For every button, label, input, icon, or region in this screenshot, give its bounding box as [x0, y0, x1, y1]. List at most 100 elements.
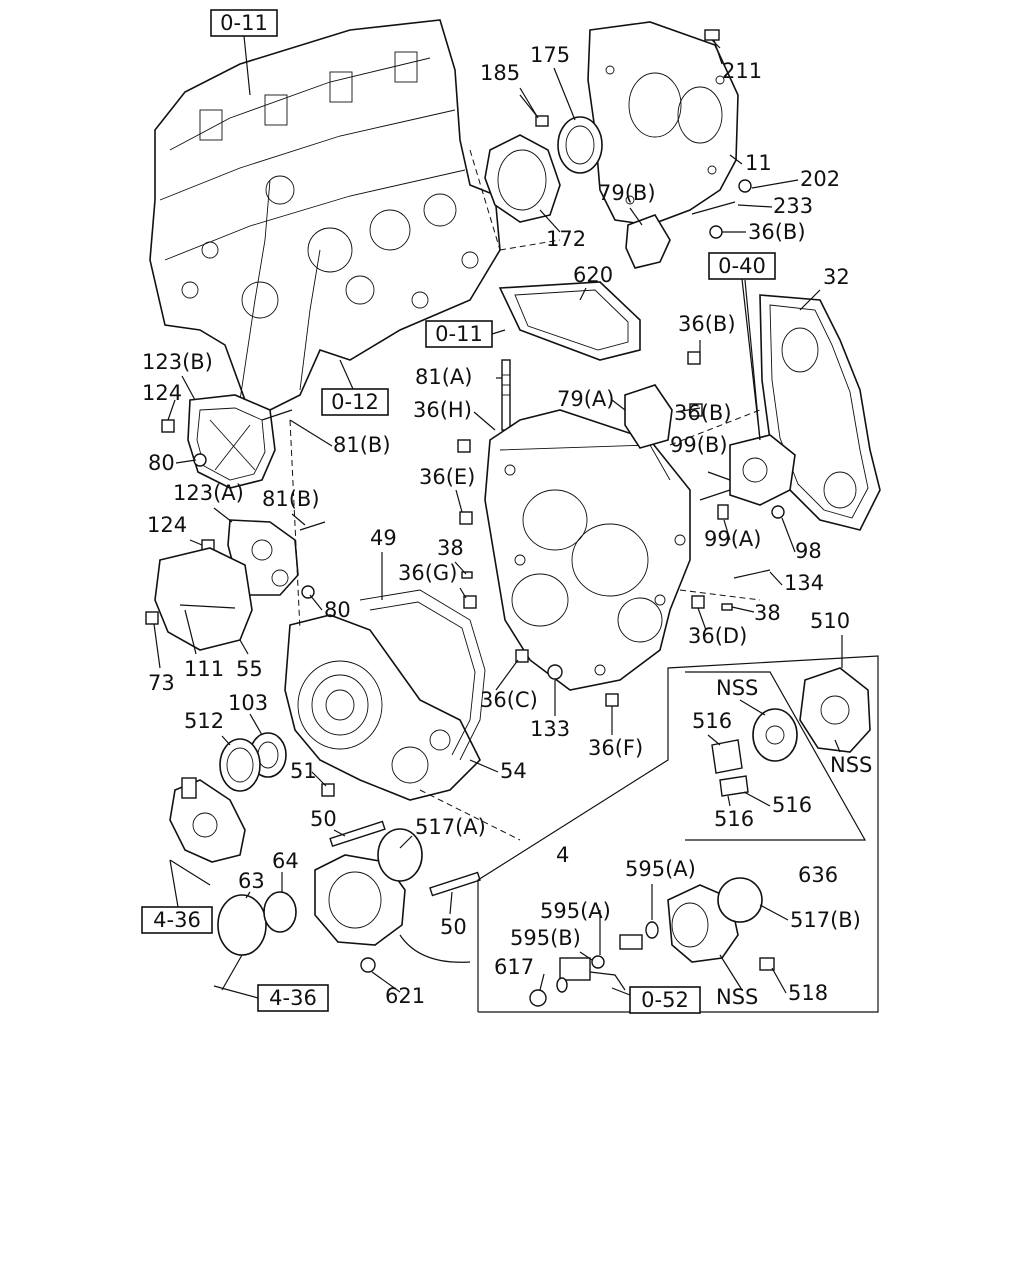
callout-c81a: 81(A) — [415, 365, 472, 389]
callout-c63: 63 — [238, 869, 265, 893]
callout-c81b-2: 81(B) — [262, 487, 320, 511]
gasket-620 — [498, 281, 641, 361]
callout-c36b-2: 36(B) — [678, 312, 736, 336]
callout-c36d: 36(D) — [688, 624, 747, 648]
reference-box-frame — [210, 9, 278, 37]
callout-c517b: 517(B) — [790, 908, 861, 932]
callout-c172: 172 — [546, 227, 586, 251]
cover-63 — [217, 894, 267, 991]
callout-c50-2: 50 — [440, 915, 467, 939]
reference-label: 0-40 — [718, 254, 766, 278]
o-ring-64 — [263, 891, 297, 933]
callout-c123a: 123(A) — [173, 481, 244, 505]
callout-c11: 11 — [745, 151, 772, 175]
reference-box-ref-0-11-top: 0-11 — [210, 9, 278, 37]
callout-c510: 510 — [810, 609, 850, 633]
vacuum-pump — [314, 820, 481, 973]
callout-c64: 64 — [272, 849, 299, 873]
callout-c80-1: 80 — [148, 451, 175, 475]
callout-c517a: 517(A) — [415, 815, 486, 839]
callout-c516-1: 516 — [692, 709, 732, 733]
callout-c175: 175 — [530, 43, 570, 67]
timing-gear-case — [484, 409, 691, 691]
callout-c516-3: 516 — [714, 807, 754, 831]
reference-label: 4-36 — [269, 986, 317, 1010]
callout-c123b: 123(B) — [142, 350, 213, 374]
callout-c233: 233 — [773, 194, 813, 218]
stud-81a — [501, 359, 511, 431]
cylinder-block — [149, 19, 501, 411]
callout-c99b: 99(B) — [670, 433, 728, 457]
group-box-4 — [477, 655, 879, 1013]
callout-c54: 54 — [500, 759, 527, 783]
reference-box-ref-4-36-bottom: 4-36 — [257, 984, 329, 1012]
cover-55 — [145, 547, 253, 651]
callout-c202: 202 — [800, 167, 840, 191]
callout-c36c: 36(C) — [480, 688, 538, 712]
callout-c595a-2: 595(A) — [540, 899, 611, 923]
reference-boxes: 0-11 0-12 0-11 0-40 4-36 4-36 0-52 — [141, 9, 776, 1014]
callout-c185: 185 — [480, 61, 520, 85]
projection-lines — [289, 149, 761, 841]
oil-seal-512 — [219, 738, 261, 792]
reference-label: 0-12 — [331, 390, 379, 414]
callout-c36f: 36(F) — [588, 736, 643, 760]
cover-123b — [161, 394, 293, 489]
callout-c518: 518 — [788, 981, 828, 1005]
callout-c621: 621 — [385, 984, 425, 1008]
callout-c32: 32 — [823, 265, 850, 289]
reference-label: 0-52 — [641, 988, 689, 1012]
callout-c617: 617 — [494, 955, 534, 979]
callout-c134: 134 — [784, 571, 824, 595]
callout-c111: 111 — [184, 657, 224, 681]
callout-c103: 103 — [228, 691, 268, 715]
reference-box-frame — [257, 984, 329, 1012]
callout-c98: 98 — [795, 539, 822, 563]
callout-c36b-1: 36(B) — [748, 220, 806, 244]
reference-box-ref-0-40: 0-40 — [708, 252, 776, 280]
reference-box-frame — [321, 388, 389, 416]
callout-cnss-3: NSS — [716, 985, 758, 1009]
callout-c79b: 79(B) — [598, 181, 656, 205]
callout-c133: 133 — [530, 717, 570, 741]
fittings-595 — [529, 921, 659, 1007]
callout-c36h: 36(H) — [413, 398, 472, 422]
callout-c36b-3: 36(B) — [674, 401, 732, 425]
callout-c50-1: 50 — [310, 807, 337, 831]
reference-box-frame — [629, 986, 701, 1014]
reference-label: 4-36 — [153, 908, 201, 932]
callout-c55: 55 — [236, 657, 263, 681]
callout-c595b: 595(B) — [510, 926, 581, 950]
callout-c51: 51 — [290, 759, 317, 783]
bracket-79b — [625, 179, 752, 269]
callout-cnss-2: NSS — [830, 753, 872, 777]
vacuum-pump-lower — [667, 877, 775, 971]
leader-lines — [153, 35, 843, 999]
reference-box-ref-0-52: 0-52 — [629, 986, 701, 1014]
bracket-79a — [624, 384, 673, 449]
callout-c516-2: 516 — [772, 793, 812, 817]
gasket-49 — [359, 589, 486, 761]
callout-c36g: 36(G) — [398, 561, 457, 585]
bolt-211 — [704, 29, 721, 49]
rotor-nss — [752, 708, 798, 762]
callout-c38-2: 38 — [754, 601, 781, 625]
bolts-36-series — [457, 351, 771, 707]
callout-c38-1: 38 — [437, 536, 464, 560]
front-cover-54 — [284, 614, 481, 801]
callout-c81b-1: 81(B) — [333, 433, 391, 457]
oil-seal-175 — [557, 116, 603, 174]
reference-box-frame — [425, 320, 493, 348]
power-steering-pump — [169, 777, 246, 886]
callout-c99a: 99(A) — [704, 527, 761, 551]
reference-label: 0-11 — [435, 322, 483, 346]
callout-c79a: 79(A) — [557, 387, 614, 411]
callout-c636: 636 — [798, 863, 838, 887]
callout-c4: 4 — [556, 843, 569, 867]
reference-box-ref-4-36-left: 4-36 — [141, 906, 213, 934]
reference-box-ref-0-12: 0-12 — [321, 388, 389, 416]
seal-retainer-172 — [484, 134, 561, 223]
reference-box-ref-0-11-mid: 0-11 — [425, 320, 493, 348]
vanes-516 — [711, 739, 749, 797]
